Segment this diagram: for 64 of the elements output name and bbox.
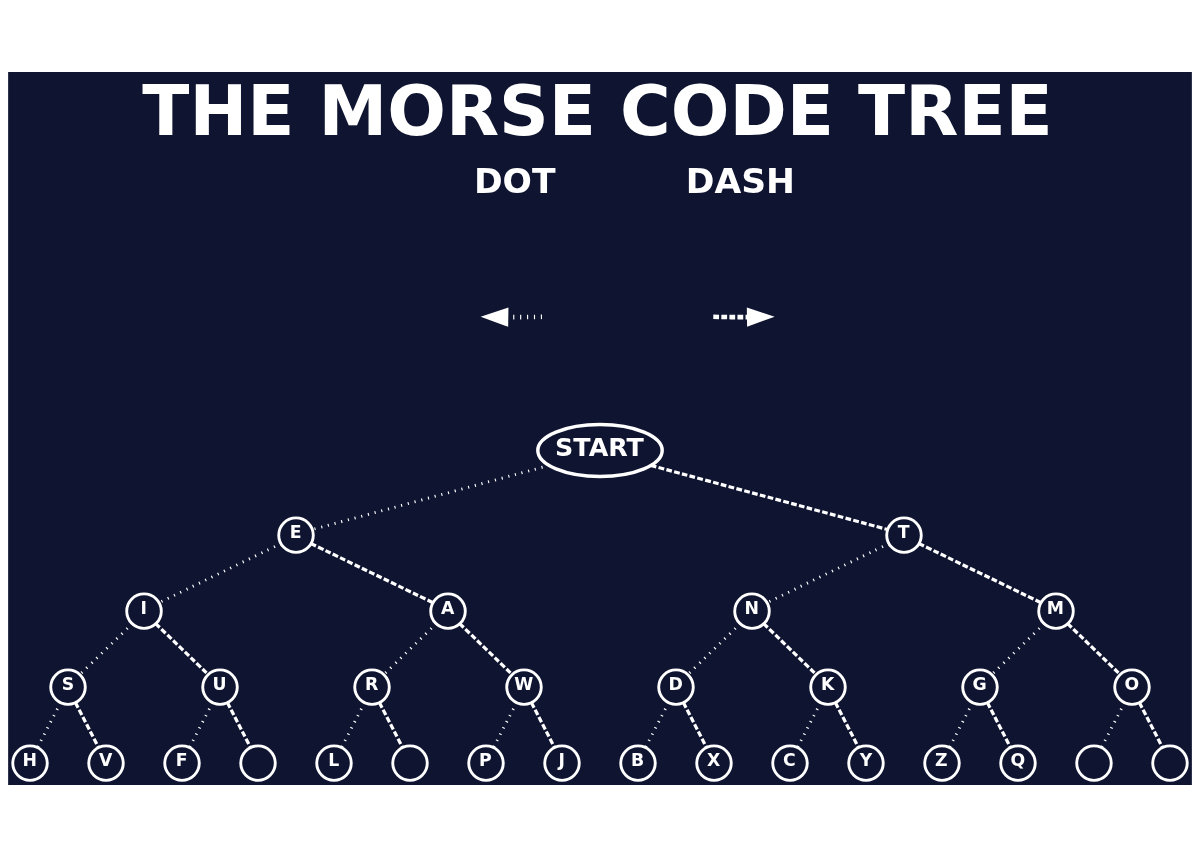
node-circle	[239, 744, 277, 782]
node-circle: F	[163, 744, 201, 782]
node-circle: I	[125, 592, 163, 630]
node-circle: N	[733, 592, 771, 630]
connector	[986, 702, 1012, 749]
connector	[154, 622, 210, 676]
node-circle	[1075, 744, 1113, 782]
connector	[383, 622, 438, 676]
node-circle: T	[885, 516, 923, 554]
connector	[530, 702, 556, 749]
node-circle: U	[201, 668, 239, 706]
node-circle	[391, 744, 429, 782]
legend-label: DASH	[685, 160, 795, 201]
connector	[158, 542, 282, 604]
connector	[1066, 622, 1122, 676]
node-circle: G	[961, 668, 999, 706]
connector	[378, 702, 404, 749]
connector	[312, 464, 550, 531]
node-circle: Z	[923, 744, 961, 782]
connector	[644, 702, 670, 749]
node-circle: L	[315, 744, 353, 782]
connector	[79, 622, 134, 676]
connector	[687, 622, 742, 676]
connector	[918, 542, 1042, 605]
node-circle: J	[543, 744, 581, 782]
connector	[796, 702, 822, 749]
node-circle: W	[505, 668, 543, 706]
connector	[1138, 702, 1164, 749]
node-circle: K	[809, 668, 847, 706]
connector	[226, 702, 252, 749]
connector	[1100, 702, 1126, 749]
node-circle: Q	[999, 744, 1037, 782]
node-circle: O	[1113, 668, 1151, 706]
node-ellipse: START	[536, 422, 664, 479]
connector	[682, 702, 708, 749]
node-circle: H	[11, 744, 49, 782]
connector	[36, 702, 62, 749]
node-circle: M	[1037, 592, 1075, 630]
connector	[492, 702, 518, 749]
connector	[340, 702, 366, 749]
connector	[834, 702, 860, 749]
node-circle: V	[87, 744, 125, 782]
node-circle: A	[429, 592, 467, 630]
node-circle	[1151, 744, 1189, 782]
node-circle: S	[49, 668, 87, 706]
node-circle: D	[657, 668, 695, 706]
node-circle: Y	[847, 744, 885, 782]
node-circle: P	[467, 744, 505, 782]
node-circle: E	[277, 516, 315, 554]
connector	[74, 702, 100, 749]
connector	[762, 622, 818, 676]
connector	[766, 542, 890, 604]
connector	[310, 542, 434, 605]
legend-label: DOT	[473, 160, 556, 201]
node-circle: B	[619, 744, 657, 782]
diagram-title: THE MORSE CODE TREE	[142, 71, 1053, 152]
node-circle: X	[695, 744, 733, 782]
connector	[948, 702, 974, 749]
connector	[188, 702, 214, 749]
connector	[991, 622, 1046, 676]
connector	[458, 622, 514, 676]
connector	[650, 463, 888, 532]
node-circle: C	[771, 744, 809, 782]
node-circle: R	[353, 668, 391, 706]
